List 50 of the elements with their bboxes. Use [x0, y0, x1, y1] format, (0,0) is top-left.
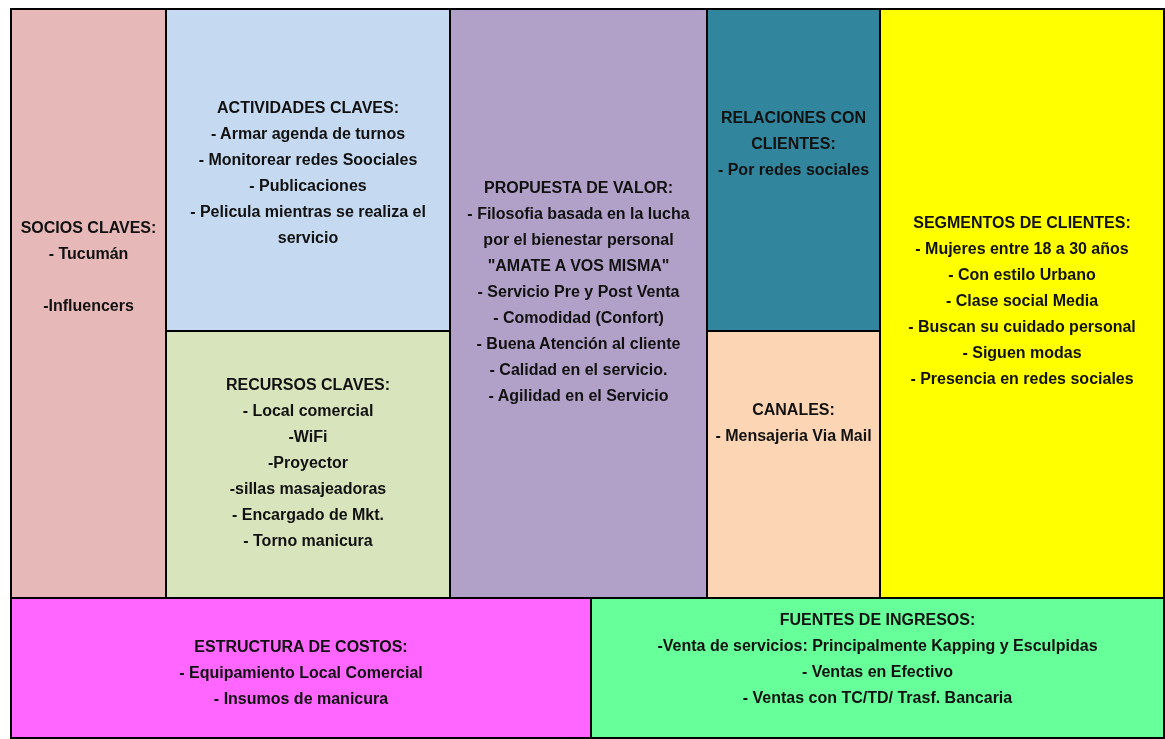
list-item: - Tucumán	[48, 244, 129, 264]
channels-panel	[706, 330, 881, 599]
section-heading: RECURSOS CLAVES:	[225, 375, 391, 395]
list-item: -WiFi	[288, 427, 328, 447]
list-item: - Monitorear redes Soociales	[198, 150, 418, 170]
list-item: - Torno manicura	[243, 531, 373, 551]
list-item: "AMATE A VOS MISMA"	[487, 256, 670, 276]
partners-panel	[10, 8, 167, 599]
list-item: - Calidad en el servicio.	[489, 360, 668, 380]
list-item: - Filosofia basada en la lucha por el bienestar personal	[466, 204, 691, 250]
section-heading: SOCIOS CLAVES:	[20, 218, 157, 238]
list-item: - Agilidad en el Servicio	[488, 386, 669, 406]
list-item: - Siguen modas	[962, 343, 1082, 363]
list-item: - Buena Atención al cliente	[476, 334, 681, 354]
list-item: -Venta de servicios: Principalmente Kapping y Esculpidas	[657, 636, 1098, 656]
list-item: -Influencers	[43, 296, 134, 316]
list-item: - Encargado de Mkt.	[232, 505, 384, 525]
list-item: - Por redes sociales	[717, 160, 870, 180]
section-heading: SEGMENTOS DE CLIENTES:	[913, 213, 1131, 233]
segments-panel	[879, 8, 1165, 599]
section-heading: PROPUESTA DE VALOR:	[483, 178, 673, 198]
section-heading: FUENTES DE INGRESOS:	[779, 610, 976, 630]
list-item: - Con estilo Urbano	[948, 265, 1096, 285]
cost-structure-panel	[10, 597, 592, 739]
list-item: - Local comercial	[242, 401, 374, 421]
list-item: - Ventas en Efectivo	[801, 662, 954, 682]
list-item: - Armar agenda de turnos	[210, 124, 406, 144]
list-item: -sillas masajeadoras	[229, 479, 387, 499]
list-item: - Pelicula mientras se realiza el servicio	[189, 202, 427, 248]
list-item: -Proyector	[268, 453, 348, 473]
section-heading: ESTRUCTURA DE COSTOS:	[194, 637, 408, 657]
list-item: - Comodidad (Confort)	[493, 308, 664, 328]
list-item: - Buscan su cuidado personal	[908, 317, 1136, 337]
activities-panel	[165, 8, 451, 332]
section-heading: CANALES:	[752, 400, 835, 420]
list-item: - Equipamiento Local Comercial	[179, 663, 423, 683]
value-proposition-panel	[449, 8, 708, 599]
resources-panel	[165, 330, 451, 599]
list-item: - Publicaciones	[249, 176, 367, 196]
list-item: - Presencia en redes sociales	[910, 369, 1134, 389]
revenue-panel	[590, 597, 1165, 739]
list-item: - Clase social Media	[945, 291, 1099, 311]
relationships-panel	[706, 8, 881, 332]
section-heading: ACTIVIDADES CLAVES:	[217, 98, 399, 118]
list-item: - Servicio Pre y Post Venta	[477, 282, 680, 302]
list-item: - Mujeres entre 18 a 30 años	[915, 239, 1129, 259]
list-item: - Mensajeria Via Mail	[715, 426, 872, 446]
section-heading: RELACIONES CON CLIENTES:	[720, 108, 867, 154]
list-item: - Ventas con TC/TD/ Trasf. Bancaria	[742, 688, 1013, 708]
list-item: - Insumos de manicura	[213, 689, 389, 709]
